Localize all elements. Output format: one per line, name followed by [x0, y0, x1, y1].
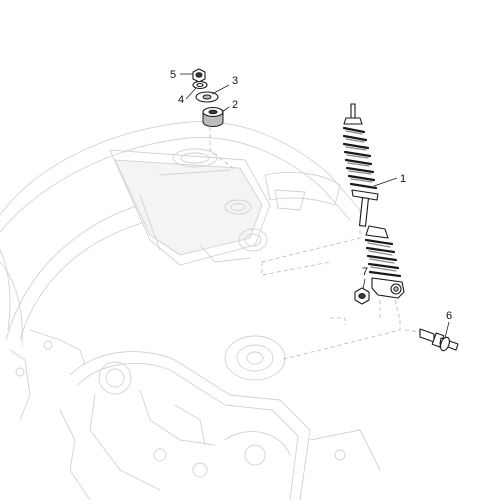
- leader-lines: [180, 73, 450, 339]
- part-3-washer: [195, 91, 219, 103]
- frame-ghost: [0, 121, 361, 421]
- engine-ghost: [59, 335, 381, 500]
- callout-5: 5: [170, 69, 176, 81]
- part-7-nut: [354, 287, 370, 305]
- callout-4: 4: [178, 94, 184, 106]
- callout-7: 7: [362, 266, 368, 278]
- part-4-washer: [192, 80, 208, 90]
- part-2-bushing: [202, 106, 224, 127]
- callout-3: 3: [232, 75, 238, 87]
- callout-2: 2: [232, 99, 238, 111]
- callout-6: 6: [446, 310, 452, 322]
- part-6-bolt: [419, 328, 459, 352]
- callout-1: 1: [400, 173, 406, 185]
- part-5-nut: [192, 68, 206, 83]
- part-1-shock-absorber: [342, 103, 405, 299]
